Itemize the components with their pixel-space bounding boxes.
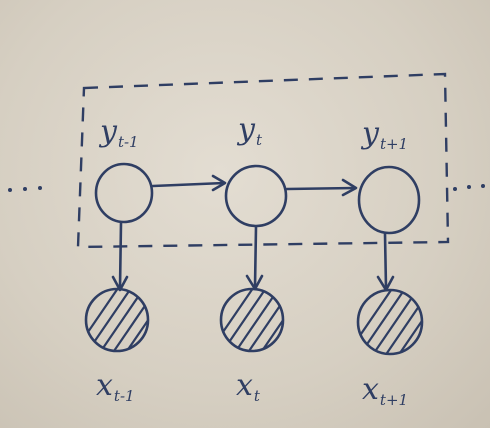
hidden-node-y-t	[224, 164, 288, 228]
right-ellipsis	[453, 184, 485, 191]
observed-node-x-t	[219, 287, 285, 353]
label-y-t: yt	[238, 112, 262, 149]
label-x-t-plus-1: xt+1	[362, 372, 409, 409]
hidden-node-y-t-plus-1	[357, 165, 421, 235]
label-x-t-minus-1: xt-1	[96, 368, 135, 405]
edge-y-prev-to-x-prev	[111, 221, 129, 292]
label-x-t: xt	[236, 368, 260, 405]
observed-node-x-t-plus-1	[356, 288, 424, 356]
dashed-plate	[76, 72, 450, 249]
left-ellipsis	[8, 186, 42, 192]
hidden-node-y-t-minus-1	[94, 162, 154, 224]
edge-y-prev-to-y-cur	[151, 174, 227, 192]
edge-y-cur-to-x-cur	[245, 225, 264, 291]
label-y-t-plus-1: yt+1	[362, 116, 409, 153]
label-y-t-minus-1: yt-1	[100, 114, 139, 151]
edge-y-cur-to-y-next	[285, 178, 358, 197]
observed-node-x-t-minus-1	[84, 287, 150, 353]
